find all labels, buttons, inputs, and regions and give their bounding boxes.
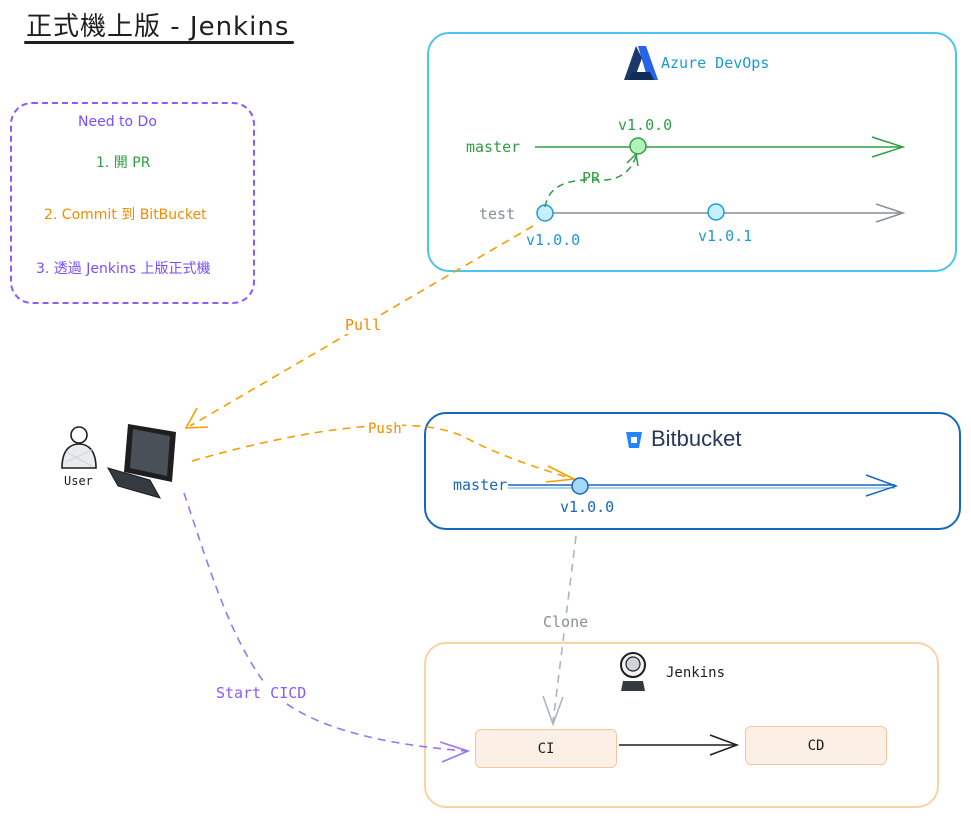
ci-stage: CI [475,729,617,768]
todo-step-2: 2. Commit 到 BitBucket [44,207,207,223]
start-cicd-arrowhead [439,741,471,763]
azure-master-label: master [466,138,521,156]
azure-title: Azure DevOps [661,54,770,72]
user-label: User [64,474,93,488]
computer-icon [106,424,176,499]
azure-master-commit-label: v1.0.0 [618,116,673,134]
ci-to-cd-arrowhead [709,734,740,756]
bitbucket-commit-node [571,477,589,495]
clone-label: Clone [543,613,589,631]
todo-panel: Need to Do 1. 開 PR 2. Commit 到 BitBucket… [10,102,255,304]
clone-arrow [552,535,577,723]
bitbucket-panel [424,412,961,530]
clone-arrowhead [542,695,564,727]
push-arrowhead [545,465,577,483]
jenkins-logo-icon [620,652,646,691]
start-cicd-arrow [183,492,467,752]
azure-test-commit-label-1: v1.0.0 [526,231,581,249]
azure-test-label: test [479,205,516,223]
bitbucket-logo-icon [626,432,642,448]
bitbucket-master-branch-line [508,474,899,497]
pull-label: Pull [345,316,382,334]
cd-stage: CD [745,726,887,765]
title-underline [24,41,294,44]
todo-heading: Need to Do [78,114,157,130]
azure-test-commit-node-2 [707,203,725,221]
pr-arrowhead [626,152,639,167]
user-person-icon [61,426,97,469]
jenkins-panel [424,642,939,808]
push-arrow [191,424,571,479]
pr-label: PR [582,169,601,187]
azure-logo-icon [624,46,658,80]
todo-step-1: 1. 開 PR [96,155,151,171]
azure-master-branch-line [535,136,906,158]
azure-devops-panel [427,32,957,272]
pr-arrow [544,155,637,208]
page-title: 正式機上版 - Jenkins [26,12,290,42]
push-label: Push [368,421,402,437]
bitbucket-commit-label: v1.0.0 [560,498,615,516]
azure-test-commit-label-2: v1.0.1 [698,227,753,245]
start-cicd-label: Start CICD [216,684,307,702]
bitbucket-master-label: master [453,476,508,494]
pull-arrowhead [184,407,209,429]
bitbucket-title: Bitbucket [651,426,742,451]
todo-step-3: 3. 透過 Jenkins 上版正式機 [36,261,211,277]
azure-master-commit-node [629,137,647,155]
jenkins-title: Jenkins [666,665,726,681]
azure-test-commit-node-1 [536,204,554,222]
